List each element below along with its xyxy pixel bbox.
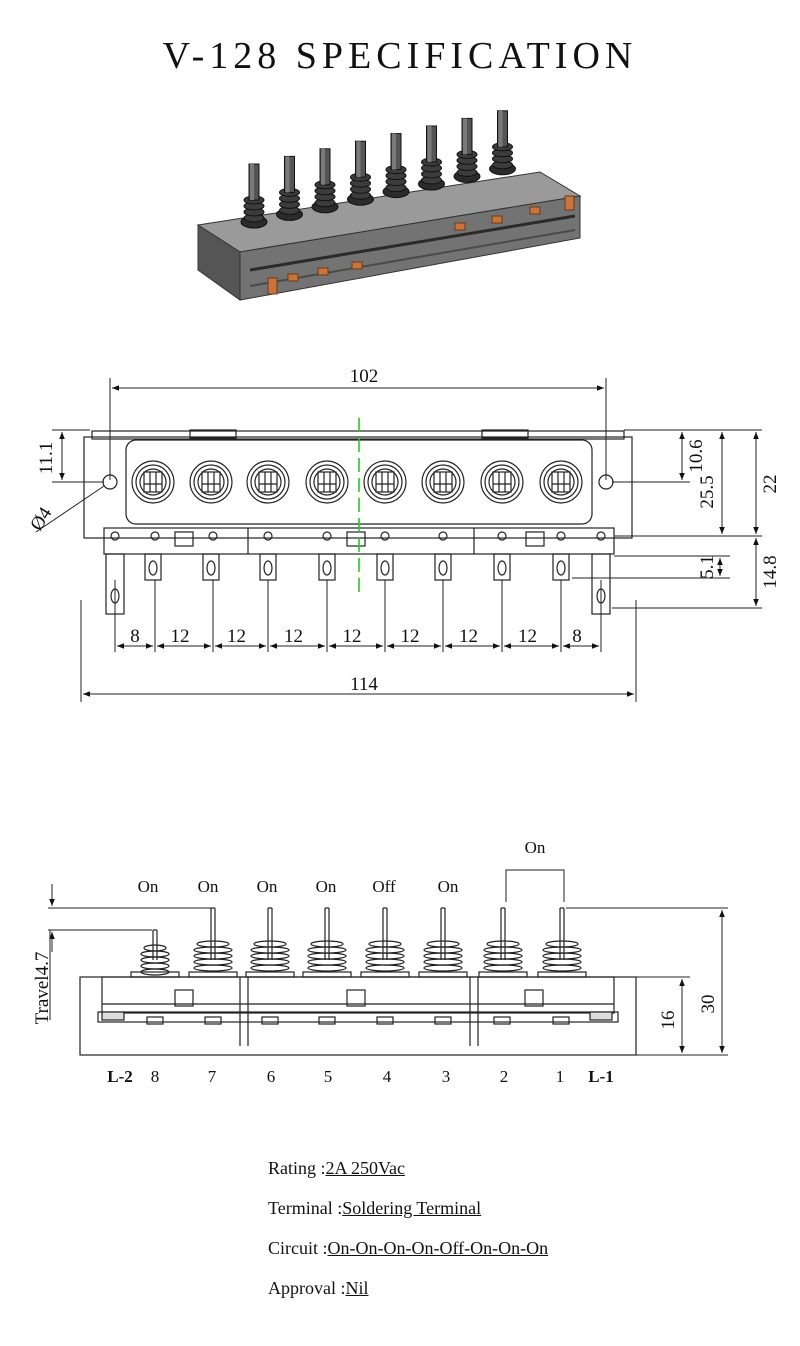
state-label-3: On	[438, 877, 459, 896]
terminal-pin-8	[552, 553, 570, 581]
pitch-label-8: 12	[518, 626, 537, 647]
state-label-7: On	[198, 877, 219, 896]
product-illustration	[196, 110, 582, 301]
position-label-8: 8	[151, 1067, 160, 1086]
dim-102: 102	[350, 366, 379, 387]
terminal-pin-2	[202, 553, 220, 581]
plunger-6	[418, 125, 445, 191]
group-state-label: On	[525, 838, 546, 857]
side-right-label: L-1	[588, 1067, 614, 1086]
plunger-7	[453, 117, 481, 183]
spec-value: Soldering Terminal	[342, 1198, 482, 1218]
side-spring-7	[478, 907, 528, 978]
dim-114: 114	[350, 674, 378, 695]
plunger-3	[311, 148, 339, 214]
spec-label: Terminal :	[268, 1198, 343, 1218]
spec-value: Nil	[345, 1278, 369, 1298]
terminal-pin-7	[493, 553, 511, 581]
plunger-5	[382, 133, 410, 199]
spec-value: On-On-On-On-Off-On-On-On	[327, 1238, 549, 1258]
side-spring-3	[245, 907, 295, 978]
state-label-8: On	[138, 877, 159, 896]
side-spring-5	[360, 907, 410, 978]
terminal-pin-3	[259, 553, 277, 581]
plunger-8	[489, 110, 516, 176]
top-button-4	[305, 460, 349, 504]
spec-row-3: Circuit :On-On-On-On-Off-On-On-On	[268, 1235, 548, 1275]
plunger-4	[347, 140, 374, 206]
state-label-6: On	[257, 877, 278, 896]
spec-label: Circuit :	[268, 1238, 328, 1258]
dim-11-1: 11.1	[36, 442, 57, 475]
position-label-1: 1	[556, 1067, 565, 1086]
spec-row-2: Terminal :Soldering Terminal	[268, 1195, 548, 1235]
terminal-pin-1	[144, 553, 162, 581]
side-spring-4	[302, 907, 352, 978]
top-button-2	[189, 460, 233, 504]
pitch-label-6: 12	[401, 626, 420, 647]
dim-hole-dia: Ø4	[26, 503, 56, 534]
pitch-label-1: 8	[130, 626, 140, 647]
state-label-4: Off	[372, 877, 396, 896]
position-label-5: 5	[324, 1067, 333, 1086]
dim-25-5: 25.5	[697, 475, 718, 508]
position-label-7: 7	[208, 1067, 217, 1086]
side-spring-1	[130, 929, 180, 978]
top-button-6	[421, 460, 465, 504]
position-label-2: 2	[500, 1067, 509, 1086]
top-button-5	[363, 460, 407, 504]
side-view-dimensions	[48, 869, 728, 1056]
dim-16: 16	[658, 1011, 679, 1030]
spec-value: 2A 250Vac	[325, 1158, 406, 1178]
dim-30: 30	[698, 995, 719, 1014]
side-spring-8	[537, 907, 587, 978]
pitch-label-9: 8	[572, 626, 582, 647]
plunger-stems	[240, 110, 516, 229]
spec-label: Approval :	[268, 1278, 346, 1298]
top-button-7	[480, 460, 524, 504]
position-label-6: 6	[267, 1067, 276, 1086]
dim-10-6: 10.6	[686, 439, 707, 472]
terminal-pin-6	[434, 553, 452, 581]
plunger-1	[240, 163, 268, 229]
dim-14-8: 14.8	[760, 555, 781, 588]
side-left-label: L-2	[107, 1067, 133, 1086]
top-button-3	[246, 460, 290, 504]
spec-label: Rating :	[268, 1158, 326, 1178]
page-title: V-128 SPECIFICATION	[162, 35, 638, 77]
dim-22: 22	[760, 475, 781, 494]
top-button-1	[131, 460, 175, 504]
side-view-drawing	[79, 907, 637, 1056]
terminal-tabs	[267, 195, 575, 295]
pitch-label-2: 12	[171, 626, 190, 647]
position-label-3: 3	[442, 1067, 451, 1086]
top-view-drawing	[83, 418, 633, 615]
plunger-2	[276, 155, 303, 221]
side-spring-2	[188, 907, 238, 978]
top-button-8	[539, 460, 583, 504]
pitch-label-7: 12	[459, 626, 478, 647]
pitch-label-3: 12	[227, 626, 246, 647]
side-spring-6	[418, 907, 468, 978]
dim-5-1: 5.1	[697, 555, 718, 579]
terminal-pin-5	[376, 553, 394, 581]
pitch-label-4: 12	[284, 626, 303, 647]
top-view-labels: 102 114 11.1 Ø4 10.6 25.5 22 5.1 14.8 8 1…	[26, 366, 781, 695]
top-view-dimensions	[35, 378, 762, 702]
spec-row-1: Rating :2A 250Vac	[268, 1155, 548, 1195]
travel-label: Travel4.7	[32, 952, 53, 1025]
state-label-5: On	[316, 877, 337, 896]
position-label-4: 4	[383, 1067, 392, 1086]
spec-row-4: Approval :Nil	[268, 1275, 548, 1315]
pitch-label-5: 12	[343, 626, 362, 647]
terminal-pin-4	[318, 553, 336, 581]
